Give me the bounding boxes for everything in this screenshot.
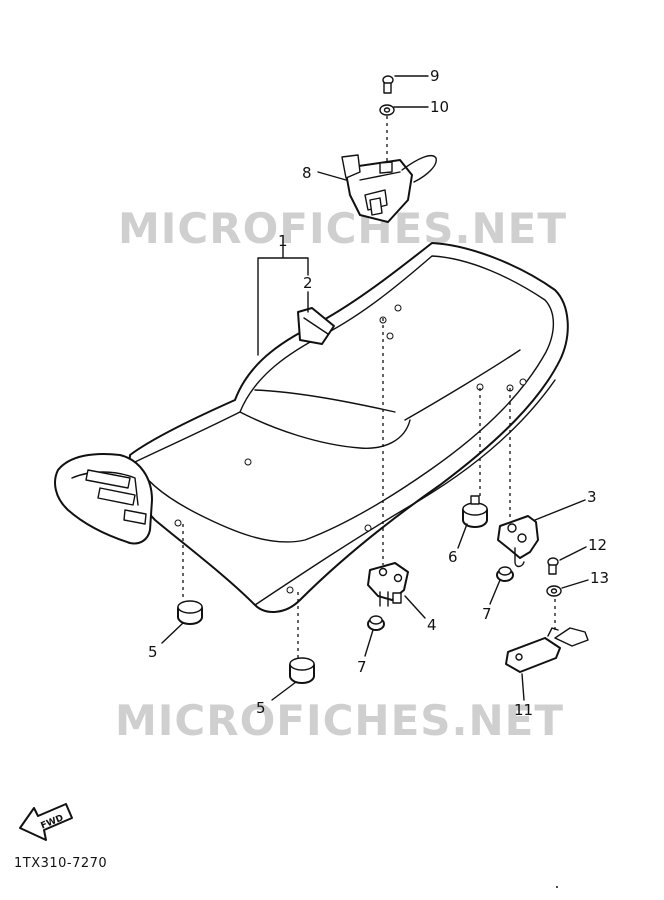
watermark-bottom: MICROFICHES.NET (115, 696, 564, 745)
damper-5-left (177, 600, 203, 625)
callout-7-right: 7 (482, 605, 492, 623)
leader-lines (161, 75, 589, 701)
svg-text:MICROFICHES.NET: MICROFICHES.NET (118, 204, 567, 253)
callout-10: 10 (430, 98, 449, 116)
bolt-9 (382, 75, 394, 94)
callout-7-left: 7 (357, 658, 367, 676)
callout-4: 4 (427, 616, 437, 634)
callout-12: 12 (588, 536, 607, 554)
damper-5-right (289, 657, 315, 684)
callout-2: 2 (303, 274, 313, 292)
callout-9: 9 (430, 67, 440, 85)
seat-lock-8 (341, 154, 437, 223)
washer-13 (546, 585, 562, 597)
callout-11: 11 (514, 701, 533, 719)
callout-5-right: 5 (256, 699, 266, 717)
bolt-12 (547, 557, 559, 575)
callout-3: 3 (587, 488, 597, 506)
watermark-top: MICROFICHES.NET (118, 204, 567, 253)
callout-6: 6 (448, 548, 458, 566)
seat-hook-4 (367, 562, 409, 607)
callout-1: 1 (278, 232, 288, 250)
bracket-11 (505, 627, 589, 673)
callout-5-left: 5 (148, 643, 158, 661)
damper-6 (462, 495, 488, 528)
nut-7-right (496, 566, 514, 582)
seat-hook-3 (497, 515, 539, 568)
svg-text:MICROFICHES.NET: MICROFICHES.NET (115, 696, 564, 745)
forward-arrow-icon: FWD (19, 803, 73, 841)
diagram-code: 1TX310-7270 (14, 856, 107, 871)
seat-assembly (54, 242, 569, 613)
washer-10 (379, 104, 395, 116)
callout-13: 13 (590, 569, 609, 587)
nut-7-left (367, 615, 385, 631)
callout-8: 8 (302, 164, 312, 182)
